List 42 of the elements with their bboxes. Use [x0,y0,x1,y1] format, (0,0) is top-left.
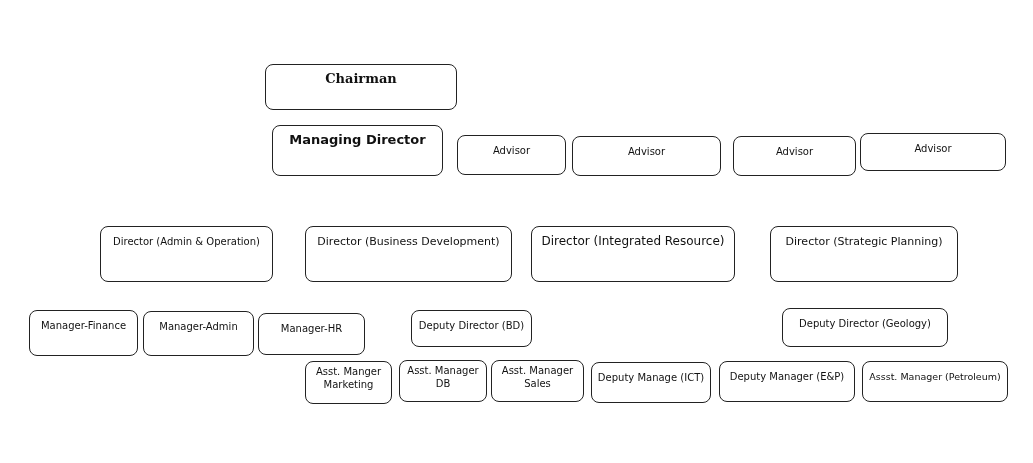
role-title: Advisor [914,143,952,156]
org-box [143,311,254,356]
org-box [29,310,138,356]
org-box [572,136,721,176]
org-box [719,361,855,402]
role-title: Advisor [627,146,666,159]
org-box [862,361,1008,402]
role-title: Assst. Manager (Petroleum) [869,371,1001,383]
org-box [265,64,457,110]
org-box [733,136,856,176]
org-box [782,308,948,347]
role-title: Advisor [775,146,814,159]
role-title: Director (Strategic Planning) [785,235,943,249]
role-title: Deputy Manage (ICT) [597,372,705,385]
role-title: Manager-HR [280,323,343,336]
org-box [770,226,958,282]
org-box [531,226,735,282]
role-title: Advisor [492,145,531,158]
org-box [491,360,584,402]
org-box [272,125,443,176]
org-box [305,226,512,282]
org-box [305,361,392,404]
role-title: Deputy Manager (E&P) [729,371,845,384]
role-title: Deputy Director (Geology) [799,318,931,331]
org-box [860,133,1006,171]
org-box [100,226,273,282]
role-title: Asst. Manager DB [406,365,480,390]
role-title: Director (Admin & Operation) [113,236,260,249]
org-box [258,313,365,355]
org-box [591,362,711,403]
role-title: Deputy Director (BD) [418,320,525,333]
role-title: Manager-Finance [40,320,127,333]
role-title: Managing Director [289,132,426,149]
org-box [399,360,487,402]
org-box [457,135,566,175]
role-title: Director (Business Development) [317,235,500,249]
role-title: Asst. Manger Marketing [314,366,383,391]
role-title: Manager-Admin [159,321,238,334]
role-title: Director (Integrated Resource) [541,234,725,249]
org-box [411,310,532,347]
role-title: Chairman [325,71,397,88]
role-title: Asst. Manager Sales [500,365,575,390]
